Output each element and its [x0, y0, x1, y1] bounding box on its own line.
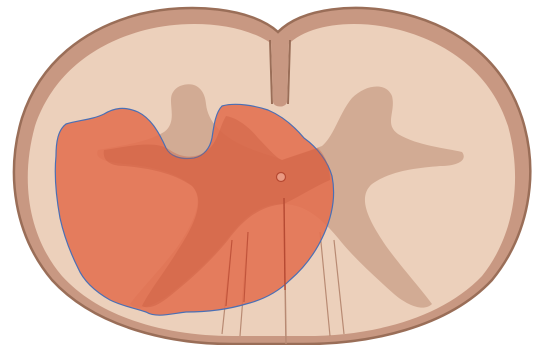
- central-canal-highlight: [277, 173, 286, 182]
- dorsal-fissure-fill: [271, 40, 289, 107]
- ventral-fissure-lesion: [284, 198, 285, 290]
